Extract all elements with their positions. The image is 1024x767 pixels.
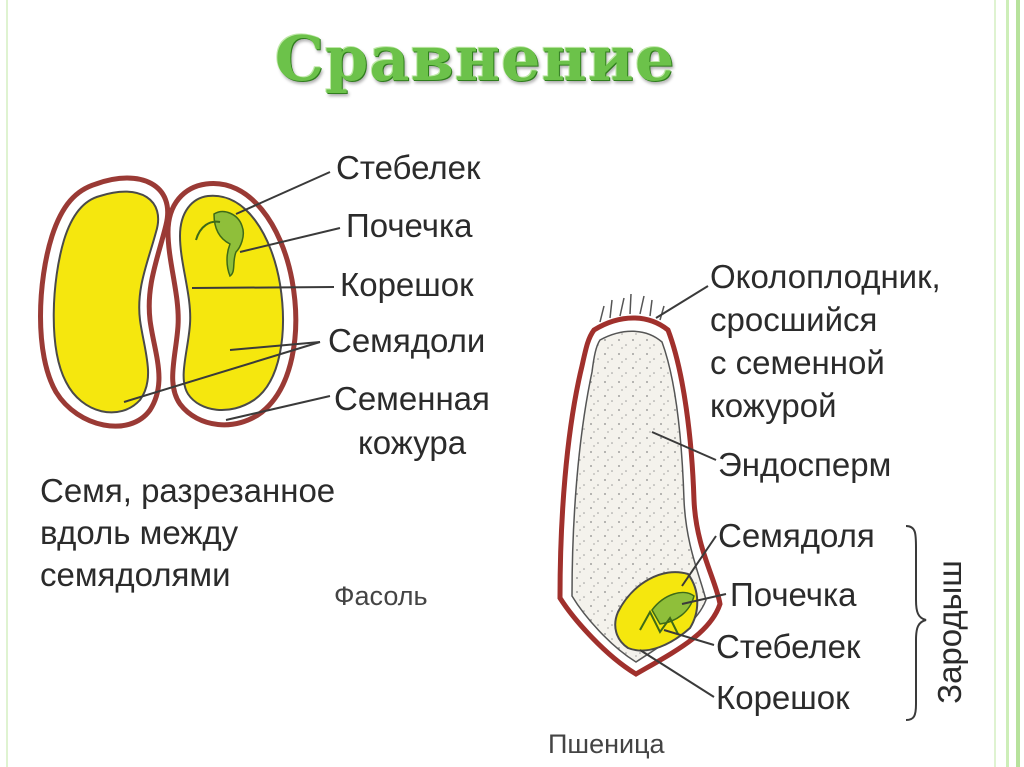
- bean-caption-line-3: семядолями: [40, 556, 231, 593]
- wheat-embryo-bud: [651, 591, 695, 625]
- wheat-embryo-group-label: Зародыш: [900, 542, 1000, 722]
- bean-caption-line-2: вдоль между: [40, 514, 239, 551]
- page-title: Сравнение: [274, 22, 676, 95]
- bean-name: Фасоль: [334, 581, 428, 611]
- frame-line-thin: [994, 0, 996, 767]
- wheat-label-root: Корешок: [716, 679, 850, 716]
- embryo-group-text: Зародыш: [931, 560, 968, 704]
- frame-line-inner: [1006, 0, 1009, 767]
- bean-label-cotyledons: Семядоли: [328, 322, 486, 359]
- bean-caption-line-1: Семя, разрезанное: [40, 472, 336, 509]
- wheat-label-cotyledon: Семядоля: [718, 517, 875, 554]
- bean-label-seed-coat-2: кожура: [358, 424, 467, 461]
- bean-label-seed-coat-1: Семенная: [334, 380, 490, 417]
- bean-right-half: [165, 181, 299, 428]
- wheat-hairs: [599, 293, 665, 323]
- frame-line-left: [6, 0, 8, 767]
- wheat-pointer-lines: [639, 285, 727, 698]
- wheat-label-endosperm: Эндосперм: [718, 446, 892, 483]
- bean-left-cotyledon: [52, 190, 160, 414]
- bean-embryo-sprout: [213, 210, 245, 278]
- wheat-label-stem: Стебелек: [716, 628, 861, 665]
- wheat-label-pericarp-4: кожурой: [710, 387, 837, 424]
- embryo-bracket: [905, 525, 927, 721]
- bean-label-stem: Стебелек: [336, 149, 481, 186]
- bean-label-root: Корешок: [340, 266, 474, 303]
- frame-line-outer: [1016, 0, 1020, 767]
- bean-left-half: [38, 175, 171, 429]
- bean-right-cotyledon: [178, 194, 284, 412]
- wheat-grain: [557, 293, 723, 677]
- wheat-label-pericarp-2: сросшийся: [710, 301, 878, 338]
- wheat-name: Пшеница: [548, 729, 665, 759]
- wheat-embryo-stem: [639, 609, 679, 635]
- bean-label-bud: Почечка: [346, 207, 473, 244]
- wheat-label-pericarp-1: Околоплодник,: [710, 258, 941, 295]
- wheat-label-pericarp-3: с семенной: [710, 344, 885, 381]
- bean-pointer-lines: [123, 171, 341, 421]
- bean-embryo-root: [195, 220, 221, 241]
- wheat-label-bud: Почечка: [730, 576, 857, 613]
